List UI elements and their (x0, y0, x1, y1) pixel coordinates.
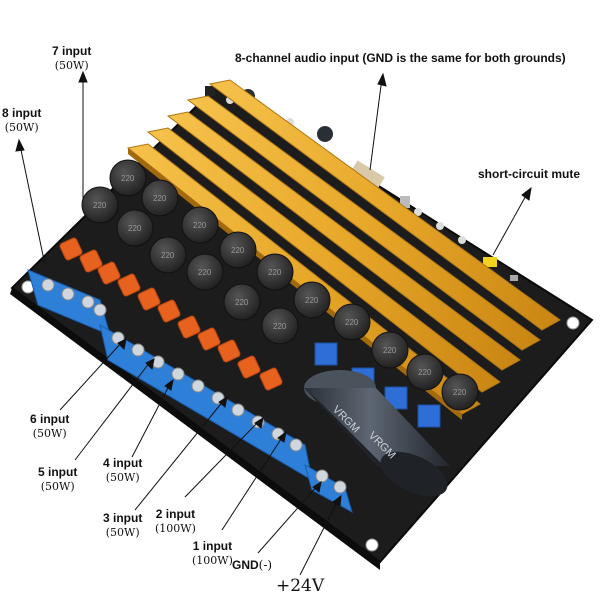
film-capacitor (97, 261, 121, 285)
mounting-hole (566, 316, 580, 330)
label-input-5: 5 input (50W) (38, 465, 77, 494)
mounting-hole (365, 538, 379, 552)
inductor: 220 (181, 206, 219, 244)
inductor: 220 (116, 209, 154, 247)
inductor: 220 (256, 253, 294, 291)
inductor: 220 (149, 236, 187, 274)
inductor-grid: 220 220 220 220 220 220 220 220 220 220 220 220 220 2… (81, 159, 479, 411)
film-capacitor (157, 299, 181, 323)
inductor: 220 (219, 231, 257, 269)
inductor-marking: 220 (198, 268, 212, 277)
film-capacitor (237, 355, 261, 379)
label-input-7-power: (50W) (54, 59, 89, 72)
label-input-4: 4 input (50W) (103, 456, 142, 485)
inductor-marking: 220 (93, 201, 107, 210)
film-capacitor (177, 315, 201, 339)
label-audio-input: 8-channel audio input (GND is the same f… (235, 51, 566, 65)
inductor-marking: 220 (418, 368, 432, 377)
label-input-1-title: 1 input (192, 539, 233, 553)
film-capacitor-grid (59, 237, 283, 391)
label-input-6-power: (50W) (32, 427, 67, 440)
label-input-4-power: (50W) (105, 471, 140, 484)
inductor-marking: 220 (453, 388, 467, 397)
film-capacitor (79, 249, 103, 273)
inductor: 220 (223, 283, 261, 321)
inductor: 220 (371, 331, 409, 369)
label-short-circuit-mute: short-circuit mute (478, 167, 581, 181)
label-input-4-title: 4 input (103, 456, 143, 470)
film-capacitor (117, 273, 141, 297)
label-input-2-title: 2 input (155, 507, 196, 521)
label-input-3: 3 input (50W) (103, 511, 142, 540)
label-plus-24v: +24V (276, 576, 325, 596)
film-capacitor (259, 367, 283, 391)
label-input-2-power: (100W) (155, 522, 196, 535)
inductor-marking: 220 (193, 221, 207, 230)
inductor: 220 (109, 159, 147, 197)
inductor-marking: 220 (231, 246, 245, 255)
inductor: 220 (141, 179, 179, 217)
inductor: 220 (186, 253, 224, 291)
heatsink (126, 79, 561, 420)
label-input-8: 8 input (50W) (2, 106, 41, 135)
electrolytic-capacitor: VRGM VRGM (304, 370, 450, 497)
label-gnd-text: GND (232, 558, 259, 572)
inductor: 220 (81, 186, 119, 224)
label-input-3-title: 3 input (103, 511, 143, 525)
inductor-marking: 220 (268, 268, 282, 277)
label-input-1-power: (100W) (192, 554, 233, 567)
inductor-marking: 220 (128, 224, 142, 233)
label-input-1: 1 input (100W) (192, 539, 233, 568)
label-gnd-sign: (-) (258, 558, 273, 572)
inductor: 220 (333, 303, 371, 341)
inductor: 220 (406, 353, 444, 391)
inductor: 220 (441, 373, 479, 411)
inductor-marking: 220 (305, 296, 319, 305)
film-capacitor (137, 287, 161, 311)
inductor-marking: 220 (345, 318, 359, 327)
callout-lines (15, 70, 532, 576)
film-capacitor (217, 339, 241, 363)
inductor-marking: 220 (235, 298, 249, 307)
label-input-7-title: 7 input (52, 44, 92, 58)
inductor-marking: 220 (153, 194, 167, 203)
label-gnd: GND(-) (232, 558, 272, 572)
inductor-marking: 220 (273, 322, 287, 331)
label-input-3-power: (50W) (105, 526, 140, 539)
film-capacitor (59, 237, 83, 261)
inductor-marking: 220 (383, 346, 397, 355)
label-input-5-power: (50W) (40, 480, 75, 493)
inductor: 220 (293, 281, 331, 319)
inductor-marking: 220 (121, 174, 135, 183)
label-input-6-title: 6 input (30, 412, 70, 426)
label-input-7: 7 input (50W) (52, 44, 91, 73)
label-input-8-title: 8 input (2, 106, 42, 120)
label-input-8-power: (50W) (4, 121, 39, 134)
label-input-5-title: 5 input (38, 465, 78, 479)
film-capacitor (197, 327, 221, 351)
inductor-marking: 220 (161, 251, 175, 260)
label-input-6: 6 input (50W) (30, 412, 69, 441)
inductor: 220 (261, 307, 299, 345)
label-input-2: 2 input (100W) (155, 507, 196, 536)
